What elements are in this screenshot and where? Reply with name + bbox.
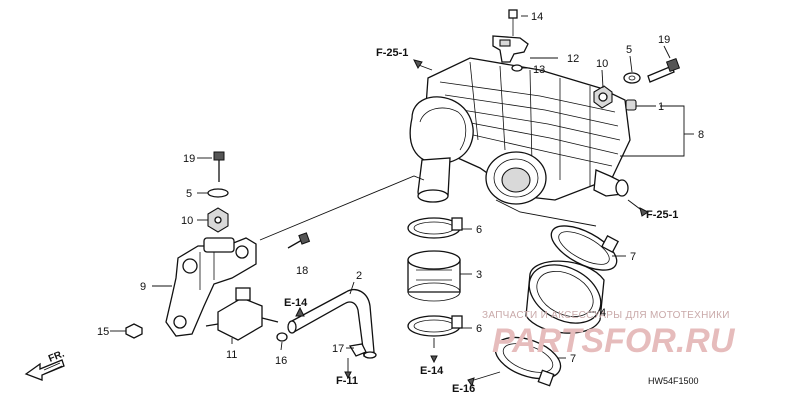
right-fasteners bbox=[593, 57, 681, 111]
part-label: 2 bbox=[356, 270, 362, 282]
throttle-body-assembly bbox=[409, 57, 631, 205]
ref-labels: F-25-1 F-25-1 E-14 E-14 F-11 E-16 bbox=[284, 47, 678, 395]
part-label: 18 bbox=[296, 265, 308, 277]
ref-label: E-14 bbox=[284, 297, 308, 309]
ref-arrows bbox=[295, 59, 649, 388]
part-label: 10 bbox=[596, 58, 608, 70]
ref-label: F-25-1 bbox=[376, 47, 408, 59]
part-label: 13 bbox=[533, 64, 545, 76]
fr-direction-arrow: FR. bbox=[24, 348, 66, 381]
part-label: 7 bbox=[630, 251, 636, 263]
left-fasteners bbox=[207, 151, 229, 233]
part-label: 5 bbox=[186, 188, 192, 200]
bracket-part bbox=[125, 232, 311, 339]
ref-label: F-11 bbox=[336, 375, 358, 387]
leader-lines bbox=[110, 15, 694, 381]
duct-and-bands bbox=[494, 225, 619, 387]
part-labels: 14 12 13 5 19 10 1 8 19 5 10 18 9 15 11 … bbox=[97, 11, 704, 367]
part-label: 14 bbox=[531, 11, 543, 23]
watermark: ЗАПЧАСТИ И АКСЕССУАРЫ ДЛЯ МОТОТЕХНИКИ PA… bbox=[482, 310, 736, 360]
part-label: 19 bbox=[183, 153, 195, 165]
watermark-line2: PARTSFOR.RU bbox=[492, 322, 736, 360]
part-label: 19 bbox=[658, 34, 670, 46]
part-label: 11 bbox=[226, 349, 237, 361]
part-label: 12 bbox=[567, 53, 579, 65]
part-label: 3 bbox=[476, 269, 482, 281]
part-label: 4 bbox=[600, 307, 606, 319]
part-label: 1 bbox=[658, 101, 664, 113]
bands-and-joint bbox=[407, 217, 463, 337]
solenoid-part bbox=[205, 287, 288, 342]
part-label: 7 bbox=[570, 353, 576, 365]
ref-label: E-16 bbox=[452, 383, 475, 395]
part-label: 9 bbox=[140, 281, 146, 293]
part-label: 17 bbox=[332, 343, 344, 355]
part-label: 5 bbox=[626, 44, 632, 56]
ref-label: F-25-1 bbox=[646, 209, 678, 221]
part-label: 16 bbox=[275, 355, 287, 367]
part-label: 10 bbox=[181, 215, 193, 227]
ref-label: E-14 bbox=[420, 365, 444, 377]
sensor-part bbox=[492, 9, 529, 72]
part-label: 8 bbox=[698, 129, 704, 141]
diagram-code: HW54F1500 bbox=[648, 376, 699, 386]
part-label: 6 bbox=[476, 224, 482, 236]
hose-part bbox=[287, 289, 377, 359]
part-label: 15 bbox=[97, 326, 109, 338]
part-label: 6 bbox=[476, 323, 482, 335]
watermark-line1: ЗАПЧАСТИ И АКСЕССУАРЫ ДЛЯ МОТОТЕХНИКИ bbox=[482, 310, 730, 321]
